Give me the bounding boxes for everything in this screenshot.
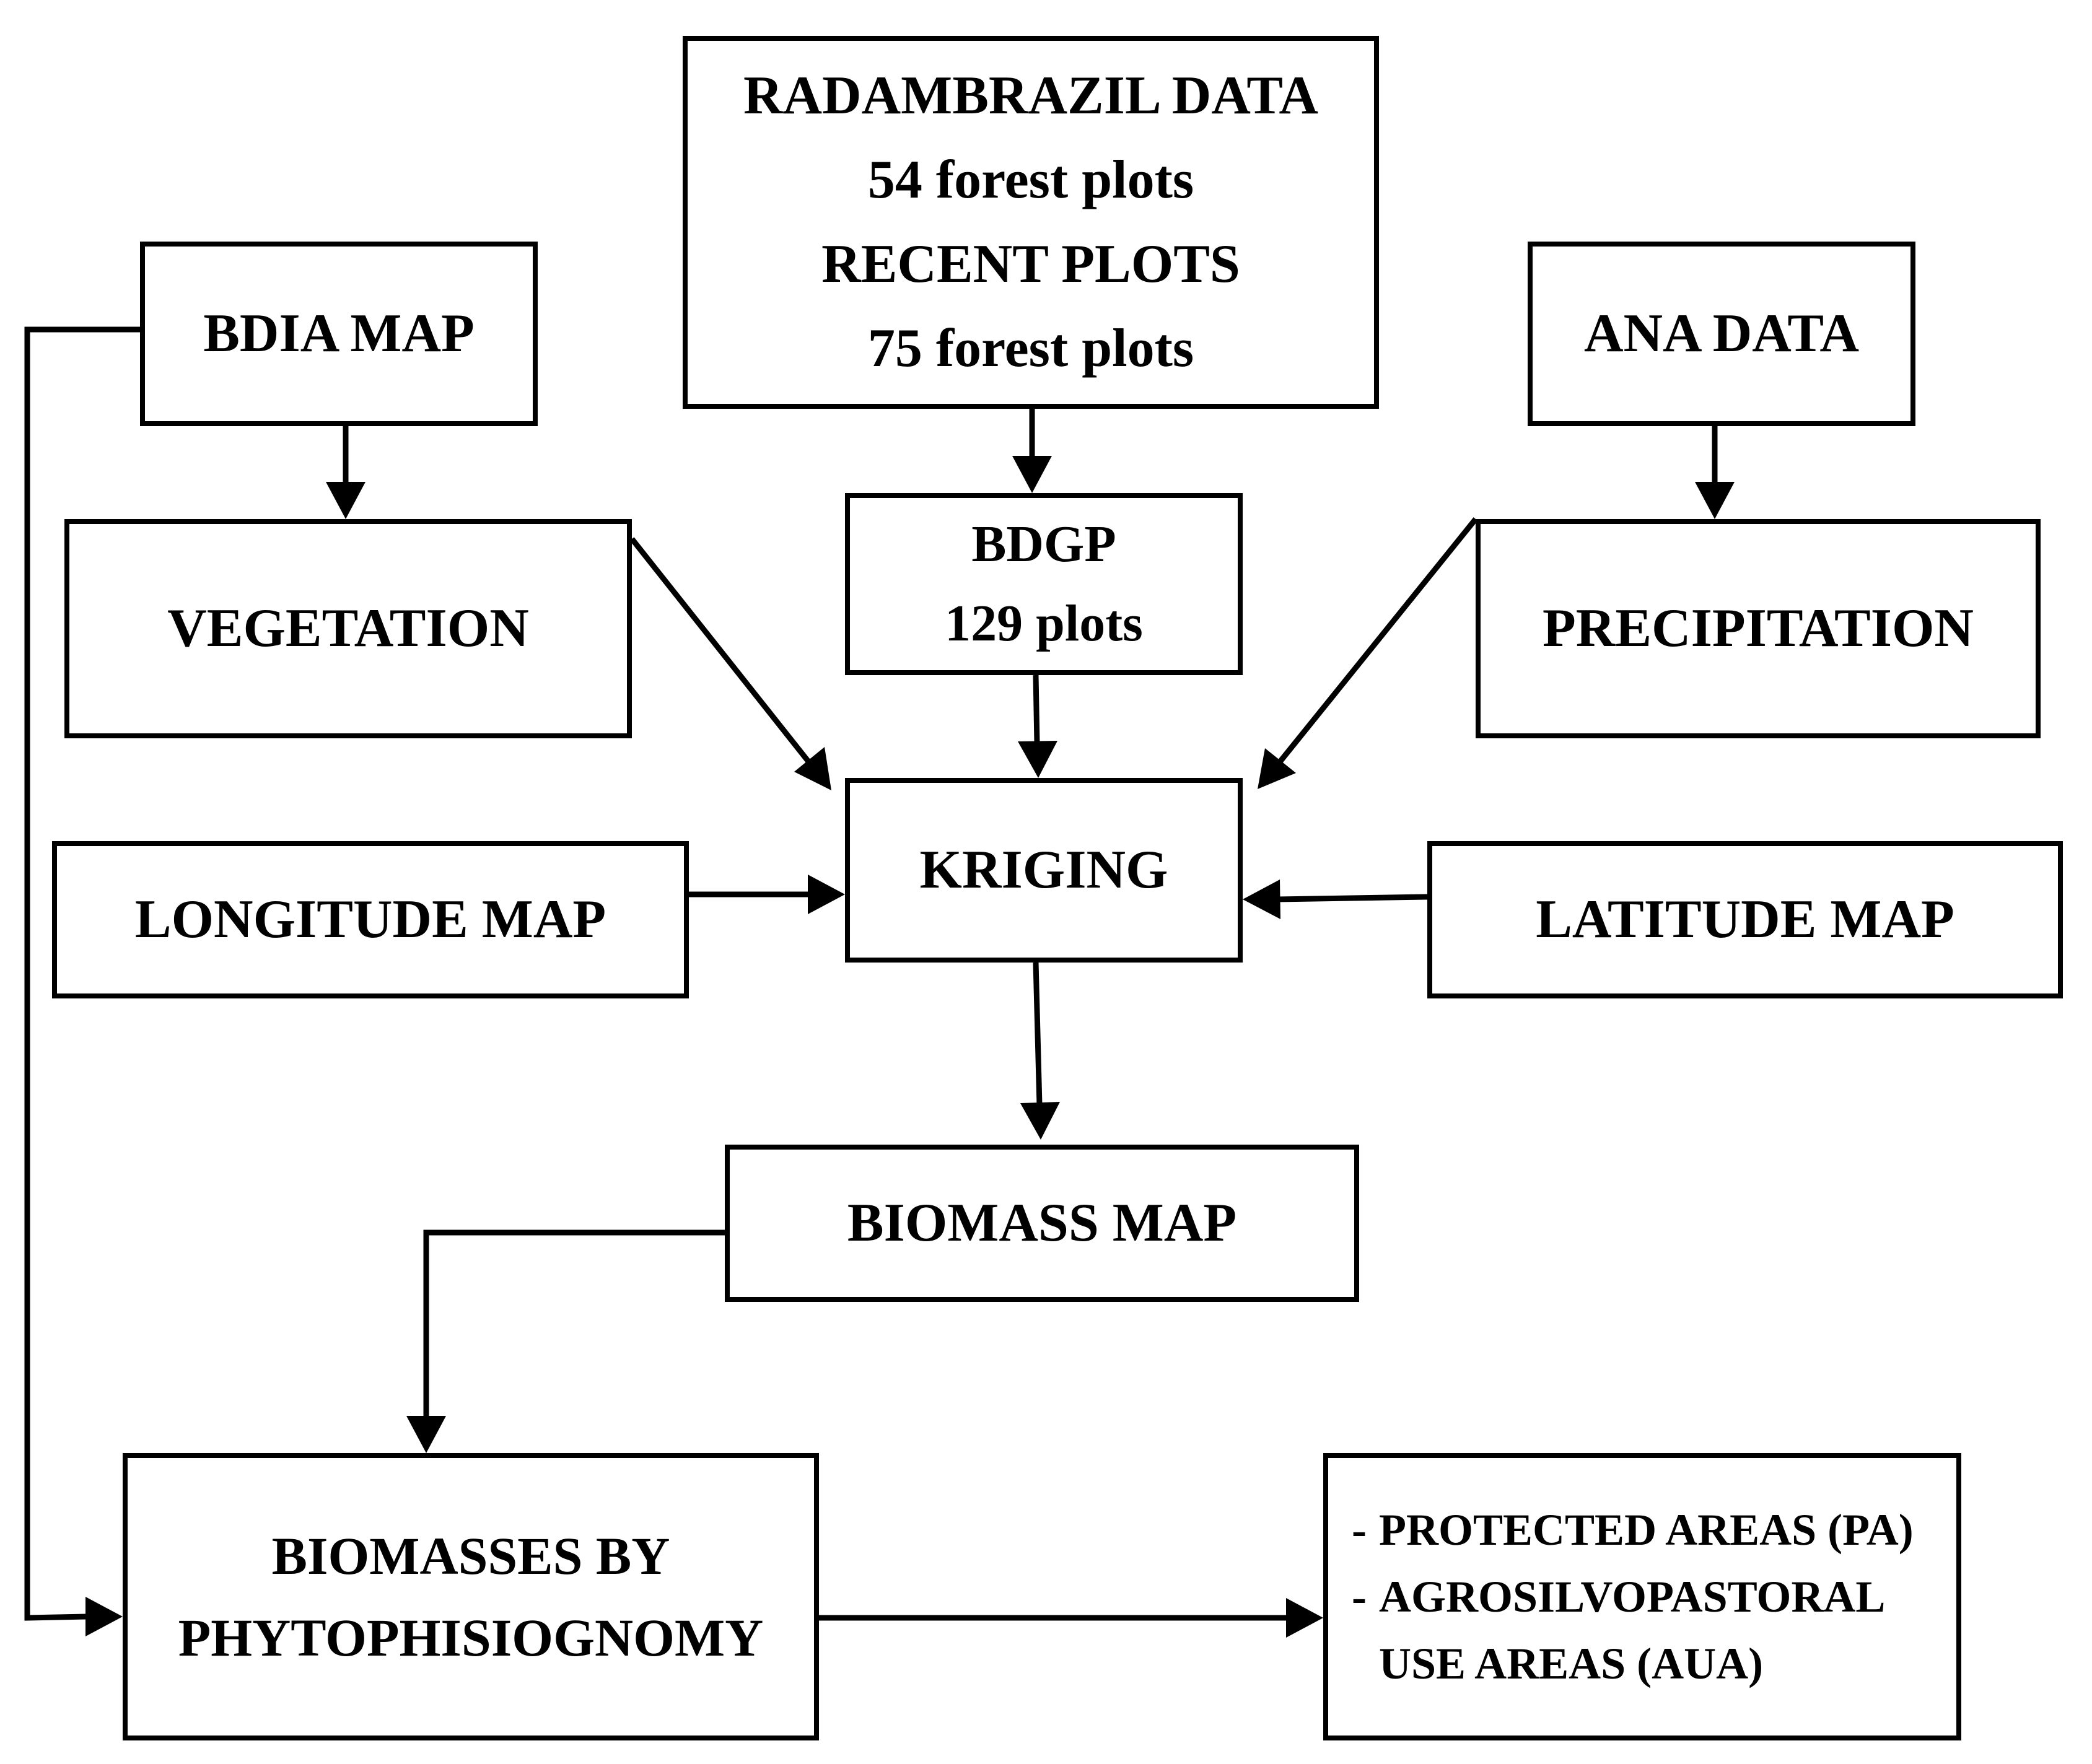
arrowhead — [808, 875, 845, 914]
arrow-latitude-to-kriging — [1277, 894, 1428, 902]
list-dash: - — [1352, 1572, 1367, 1622]
arrowhead — [1020, 1102, 1060, 1140]
arrow-vegetation-to-kriging — [629, 537, 812, 765]
arrowhead — [794, 747, 831, 790]
arrowhead — [1012, 456, 1052, 493]
arrow-kriging-to-biomass — [1033, 962, 1043, 1106]
radambrazil-title: RADAMBRAZIL DATA — [743, 66, 1319, 126]
arrow-precipitation-to-kriging — [1277, 517, 1478, 764]
recent-plots-count: 75 forest plots — [867, 318, 1194, 378]
ana-data-box: ANA DATA — [1528, 242, 1915, 426]
precipitation-label: PRECIPITATION — [1543, 598, 1974, 658]
biomasses-by-phytophisiognomy-box: BIOMASSES BY PHYTOPHISIOGNOMY — [123, 1453, 819, 1740]
precipitation-box: PRECIPITATION — [1476, 519, 2041, 738]
list-dash: - — [1352, 1505, 1367, 1555]
latitude-map-box: LATITUDE MAP — [1427, 841, 2063, 998]
biomass-map-box: BIOMASS MAP — [725, 1145, 1359, 1302]
biomasses-title-line-1: BIOMASSES BY — [271, 1526, 670, 1586]
arrowhead — [1695, 482, 1735, 519]
arrowhead — [1018, 741, 1057, 778]
arrowhead — [1243, 880, 1280, 919]
radambrazil-plot-count: 54 forest plots — [867, 150, 1194, 210]
vegetation-label: VEGETATION — [167, 598, 529, 658]
use-areas-text: USE AREAS (AUA) — [1379, 1639, 1764, 1688]
ana-data-label: ANA DATA — [1583, 303, 1860, 364]
bdia-map-box: BDIA MAP — [140, 242, 538, 426]
longitude-map-label: LONGITUDE MAP — [134, 889, 606, 950]
bdgp-plot-count: 129 plots — [945, 595, 1143, 652]
arrow-bdgp-to-kriging — [1033, 675, 1040, 744]
biomass-map-label: BIOMASS MAP — [847, 1193, 1237, 1253]
areas-item: -PROTECTED AREAS (PA) — [1352, 1496, 1914, 1563]
arrowhead — [406, 1416, 446, 1453]
arrow-biomass-to-biomasses — [423, 1229, 725, 1418]
arrow-bdia-to-biomasses — [24, 326, 140, 1621]
arrowhead — [85, 1597, 123, 1636]
protected-and-use-areas-box: -PROTECTED AREAS (PA) -AGROSILVOPASTORAL… — [1323, 1453, 1961, 1740]
arrowhead — [1258, 748, 1296, 789]
bdia-map-label: BDIA MAP — [203, 303, 475, 364]
kriging-label: KRIGING — [919, 840, 1168, 900]
vegetation-box: VEGETATION — [64, 519, 632, 738]
radambrazil-data-box: RADAMBRAZIL DATA 54 forest plots RECENT … — [683, 36, 1379, 409]
areas-item: USE AREAS (AUA) — [1352, 1630, 1763, 1697]
protected-areas-text: PROTECTED AREAS (PA) — [1379, 1505, 1914, 1555]
latitude-map-label: LATITUDE MAP — [1536, 889, 1954, 950]
biomasses-title-line-2: PHYTOPHISIOGNOMY — [178, 1608, 764, 1667]
longitude-map-box: LONGITUDE MAP — [52, 841, 689, 998]
kriging-box: KRIGING — [845, 778, 1243, 963]
agrosilvopastoral-text: AGROSILVOPASTORAL — [1379, 1572, 1886, 1622]
arrowhead — [326, 482, 365, 519]
recent-plots-title: RECENT PLOTS — [821, 234, 1240, 294]
bdgp-box: BDGP 129 plots — [845, 493, 1243, 675]
areas-item: -AGROSILVOPASTORAL — [1352, 1563, 1885, 1630]
arrowhead — [1286, 1598, 1323, 1638]
bdgp-title: BDGP — [971, 515, 1116, 573]
